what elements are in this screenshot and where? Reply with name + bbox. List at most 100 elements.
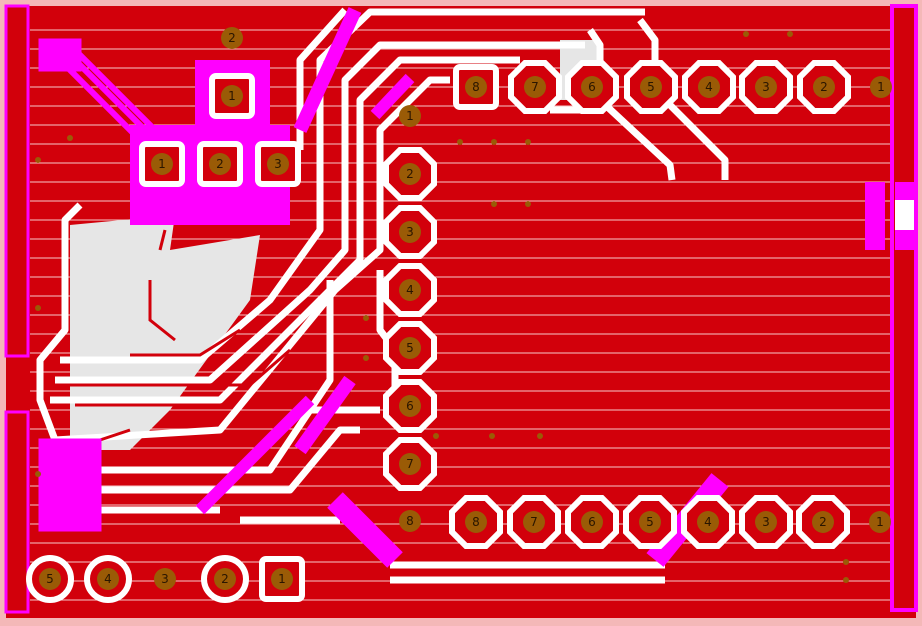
pad: 6 [565,495,619,549]
via [525,201,531,207]
via [491,201,497,207]
pad: 8 [449,495,503,549]
pin-number: 5 [46,572,54,586]
pad-drill [524,76,546,98]
pin-number: 3 [406,225,414,239]
pad-drill [399,221,421,243]
pin-number: 1 [278,572,286,586]
pad: 3 [739,60,793,114]
pin-number: 4 [406,283,414,297]
pad: 6 [383,379,437,433]
pad: 3 [255,141,301,187]
pin-number: 5 [647,80,655,94]
pad-drill [39,568,61,590]
pad-drill [813,76,835,98]
pad-drill [151,153,173,175]
pin-number: 6 [588,80,596,94]
pin-number: 1 [876,515,884,529]
pad-drill [399,279,421,301]
pad: 8 [453,64,499,110]
pad: 2 [221,27,243,49]
via [843,577,849,583]
pad-drill [697,511,719,533]
pin-number: 2 [221,572,229,586]
pad-drill [271,568,293,590]
pad-drill [214,568,236,590]
pad: 2 [197,141,243,187]
via [35,305,41,311]
pin-number: 3 [274,157,282,171]
pad-drill [399,105,421,127]
pad-drill [399,337,421,359]
pin-number: 1 [228,89,236,103]
pad: 4 [682,60,736,114]
pad: 1 [209,73,255,119]
pad: 3 [739,495,793,549]
pin-number: 7 [406,457,414,471]
pad: 1 [399,105,421,127]
pad: 3 [154,568,176,590]
pad-drill [399,453,421,475]
pad-drill [399,163,421,185]
via [843,559,849,565]
pin-number: 2 [228,31,236,45]
pad-drill [639,511,661,533]
pin-number: 7 [531,80,539,94]
via [35,157,41,163]
via [363,315,369,321]
via [489,433,495,439]
pin-number: 8 [472,80,480,94]
pad-drill [755,511,777,533]
via [491,139,497,145]
via [743,31,749,37]
pad: 2 [797,60,851,114]
pad-drill [755,76,777,98]
pad-drill [221,27,243,49]
pin-number: 3 [161,572,169,586]
pad-drill [640,76,662,98]
pin-number: 5 [406,341,414,355]
pad: 7 [507,495,561,549]
pad: 5 [383,321,437,375]
pad: 6 [565,60,619,114]
pad-drill [209,153,231,175]
via [787,31,793,37]
pad: 5 [26,555,74,603]
pad: 8 [399,510,421,532]
pad-drill [267,153,289,175]
pin-number: 5 [646,515,654,529]
pad: 1 [259,556,305,602]
via [537,433,543,439]
pad: 4 [681,495,735,549]
pad: 4 [383,263,437,317]
pad: 1 [870,76,892,98]
via [363,355,369,361]
pin-number: 4 [705,80,713,94]
pad: 2 [796,495,850,549]
pin-number: 4 [704,515,712,529]
pad: 1 [869,511,891,533]
pad: 7 [383,437,437,491]
pin-number: 8 [406,514,414,528]
pin-number: 2 [819,515,827,529]
pad-drill [523,511,545,533]
pad-drill [465,511,487,533]
pad: 5 [623,495,677,549]
pad-drill [698,76,720,98]
pad-drill [869,511,891,533]
pad-drill [154,568,176,590]
pin-number: 4 [104,572,112,586]
pin-number: 1 [158,157,166,171]
pad-drill [97,568,119,590]
pad: 2 [383,147,437,201]
pad: 1 [139,141,185,187]
pad-drill [581,76,603,98]
pin-number: 2 [820,80,828,94]
via [67,135,73,141]
pad: 5 [624,60,678,114]
pad-drill [221,85,243,107]
pin-number: 2 [406,167,414,181]
void-tracks [50,229,291,447]
pad-drill [399,395,421,417]
